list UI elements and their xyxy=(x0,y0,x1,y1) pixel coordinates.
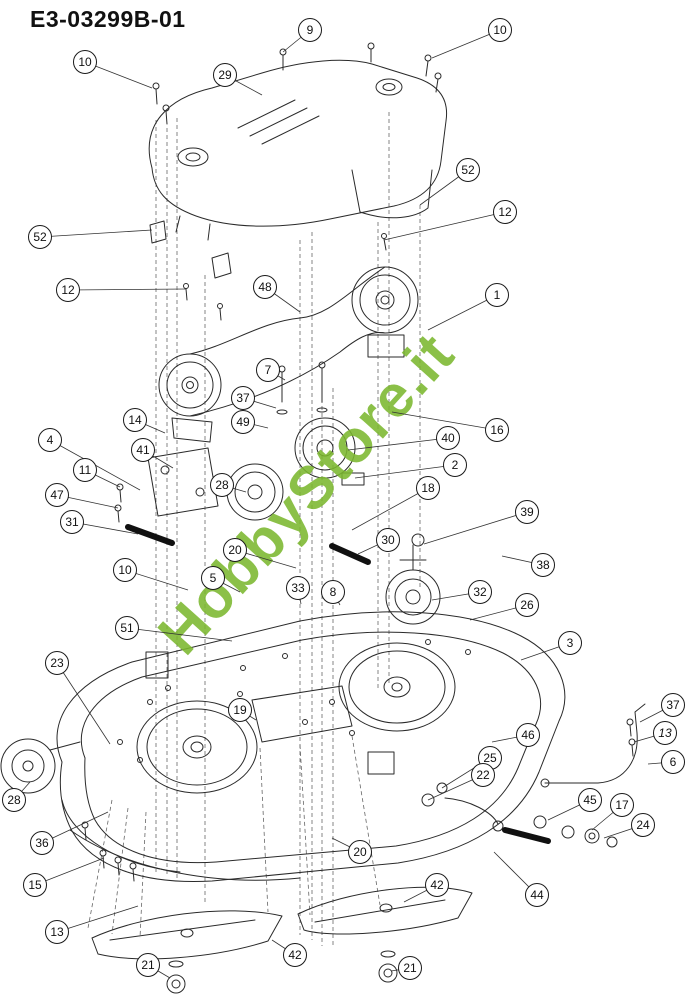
part-callout-40: 40 xyxy=(436,426,460,450)
part-callout-24: 24 xyxy=(631,813,655,837)
part-callout-11: 11 xyxy=(73,458,97,482)
part-callout-2: 2 xyxy=(443,453,467,477)
part-callout-9: 9 xyxy=(298,18,322,42)
part-callout-23: 23 xyxy=(45,651,69,675)
part-callout-46: 46 xyxy=(516,723,540,747)
part-callout-16: 16 xyxy=(485,418,509,442)
part-callout-39: 39 xyxy=(515,500,539,524)
part-callout-38: 38 xyxy=(531,553,555,577)
part-callout-1: 1 xyxy=(485,283,509,307)
part-callout-48: 48 xyxy=(253,275,277,299)
idler-spring-bolt xyxy=(329,543,371,565)
part-callout-8: 8 xyxy=(321,580,345,604)
part-callout-17: 17 xyxy=(610,793,634,817)
part-callout-28: 28 xyxy=(210,473,234,497)
belt-cover xyxy=(148,59,448,241)
diagram-title: E3-03299B-01 xyxy=(30,6,186,32)
part-callout-15: 15 xyxy=(23,873,47,897)
cover-screws xyxy=(149,42,442,321)
part-callout-12: 12 xyxy=(493,200,517,224)
part-callout-14: 14 xyxy=(123,408,147,432)
part-callout-44: 44 xyxy=(525,883,549,907)
alignment-dashed-lines xyxy=(87,112,421,948)
part-callout-52: 52 xyxy=(28,225,52,249)
part-callout-10: 10 xyxy=(73,50,97,74)
part-callout-20: 20 xyxy=(223,538,247,562)
tension-spring xyxy=(125,524,175,546)
idler-arm-and-springs xyxy=(114,447,219,523)
gauge-wheel xyxy=(385,533,441,625)
part-callout-32: 32 xyxy=(468,580,492,604)
part-callout-21: 21 xyxy=(398,956,422,980)
part-callout-51: 51 xyxy=(115,616,139,640)
drive-belt-and-pulleys xyxy=(158,266,419,521)
part-callout-13: 13 xyxy=(45,920,69,944)
part-callout-49: 49 xyxy=(231,410,255,434)
part-callout-12: 12 xyxy=(56,278,80,302)
part-callout-37: 37 xyxy=(661,693,685,717)
part-callout-36: 36 xyxy=(30,831,54,855)
part-callout-26: 26 xyxy=(515,593,539,617)
part-callout-19: 19 xyxy=(228,698,252,722)
part-callout-5: 5 xyxy=(201,566,225,590)
part-callout-4: 4 xyxy=(38,428,62,452)
part-callout-30: 30 xyxy=(376,528,400,552)
part-callout-13: 13 xyxy=(653,721,677,745)
part-callout-10: 10 xyxy=(113,558,137,582)
part-callout-20: 20 xyxy=(348,840,372,864)
part-callout-29: 29 xyxy=(213,63,237,87)
part-callout-33: 33 xyxy=(286,576,310,600)
part-callout-22: 22 xyxy=(471,763,495,787)
part-callout-28: 28 xyxy=(2,788,26,812)
part-callout-10: 10 xyxy=(488,18,512,42)
part-callout-21: 21 xyxy=(136,953,160,977)
deck-mount-screws xyxy=(81,821,137,882)
deck-shell xyxy=(0,611,566,883)
part-callout-42: 42 xyxy=(283,943,307,967)
blade-adapter-bolt xyxy=(502,827,551,844)
part-callout-37: 37 xyxy=(231,386,255,410)
part-callout-7: 7 xyxy=(256,358,280,382)
part-callout-31: 31 xyxy=(60,510,84,534)
part-callout-6: 6 xyxy=(661,750,685,774)
part-callout-3: 3 xyxy=(558,631,582,655)
part-callout-47: 47 xyxy=(45,483,69,507)
part-callout-18: 18 xyxy=(416,476,440,500)
part-callout-42: 42 xyxy=(425,873,449,897)
part-callout-45: 45 xyxy=(578,788,602,812)
part-callout-41: 41 xyxy=(131,438,155,462)
part-callout-52: 52 xyxy=(456,158,480,182)
